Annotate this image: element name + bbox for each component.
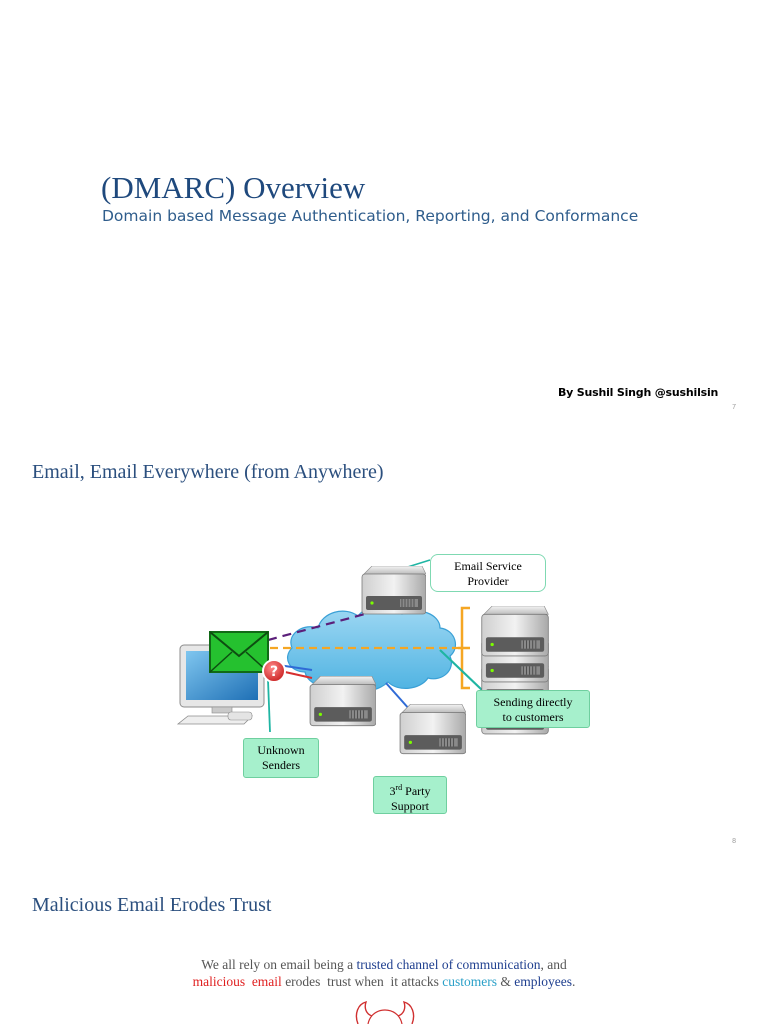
question-mark: ? (270, 664, 278, 680)
computer-icon (176, 644, 265, 725)
callout-text: Sending directly (493, 695, 573, 709)
highlight-customers: customers (442, 974, 498, 989)
callout-text: 3rd Party (374, 780, 446, 799)
callout-unknown-senders: Unknown Senders (243, 738, 319, 778)
callout-text: Email Service (454, 559, 522, 573)
body-text: , and (540, 957, 567, 972)
author-credit: By Sushil Singh @sushilsin (558, 386, 719, 399)
highlight-employees: employees (514, 974, 573, 989)
page-number: 7 (732, 404, 736, 411)
page-number: 8 (732, 838, 736, 845)
email-envelope-icon (209, 631, 269, 673)
server-third-party-icon (399, 704, 466, 755)
page-subtitle: Domain based Message Authentication, Rep… (102, 207, 639, 225)
body-text: . (572, 974, 576, 989)
unknown-sender-question-icon: ? (262, 659, 286, 683)
devil-icon (355, 1001, 415, 1024)
body-text: & (497, 974, 515, 989)
body-line-2: malicious email erodes trust when it att… (0, 974, 768, 990)
body-line-1: We all rely on email being a trusted cha… (0, 957, 768, 973)
body-text: erodes trust when it attacks (281, 974, 443, 989)
slide-email-everywhere: Email, Email Everywhere (from Anywhere) (0, 428, 768, 860)
slide-title: Malicious Email Erodes Trust (32, 894, 272, 916)
callout-text: Provider (467, 574, 509, 588)
callout-third-party-support: 3rd Party Support (373, 776, 447, 814)
slide-title: (DMARC) Overview Domain based Message Au… (0, 0, 768, 428)
callout-sending-directly: Sending directly to customers (476, 690, 590, 728)
body-text: We all rely on email being a (201, 957, 357, 972)
highlight-malicious-email: malicious email (192, 974, 282, 989)
highlight-trusted-channel: trusted channel of communication (356, 957, 541, 972)
callout-text: Support (390, 799, 429, 813)
callout-email-service-provider: Email Service Provider (430, 554, 546, 592)
callout-text: Unknown (257, 743, 305, 757)
callout-text: to customers (502, 710, 564, 724)
slide-malicious-email: Malicious Email Erodes Trust We all rely… (0, 860, 768, 1024)
callout-text: 3 (389, 784, 396, 798)
email-network-diagram: ? (176, 559, 549, 755)
server-esp-icon (361, 566, 426, 615)
slide-title: Email, Email Everywhere (from Anywhere) (32, 461, 384, 483)
callout-text: Party (402, 784, 431, 798)
callout-superscript: rd (395, 783, 403, 792)
page-title: (DMARC) Overview (101, 170, 366, 205)
server-unknown-icon (309, 676, 376, 727)
callout-text: Senders (262, 758, 300, 772)
